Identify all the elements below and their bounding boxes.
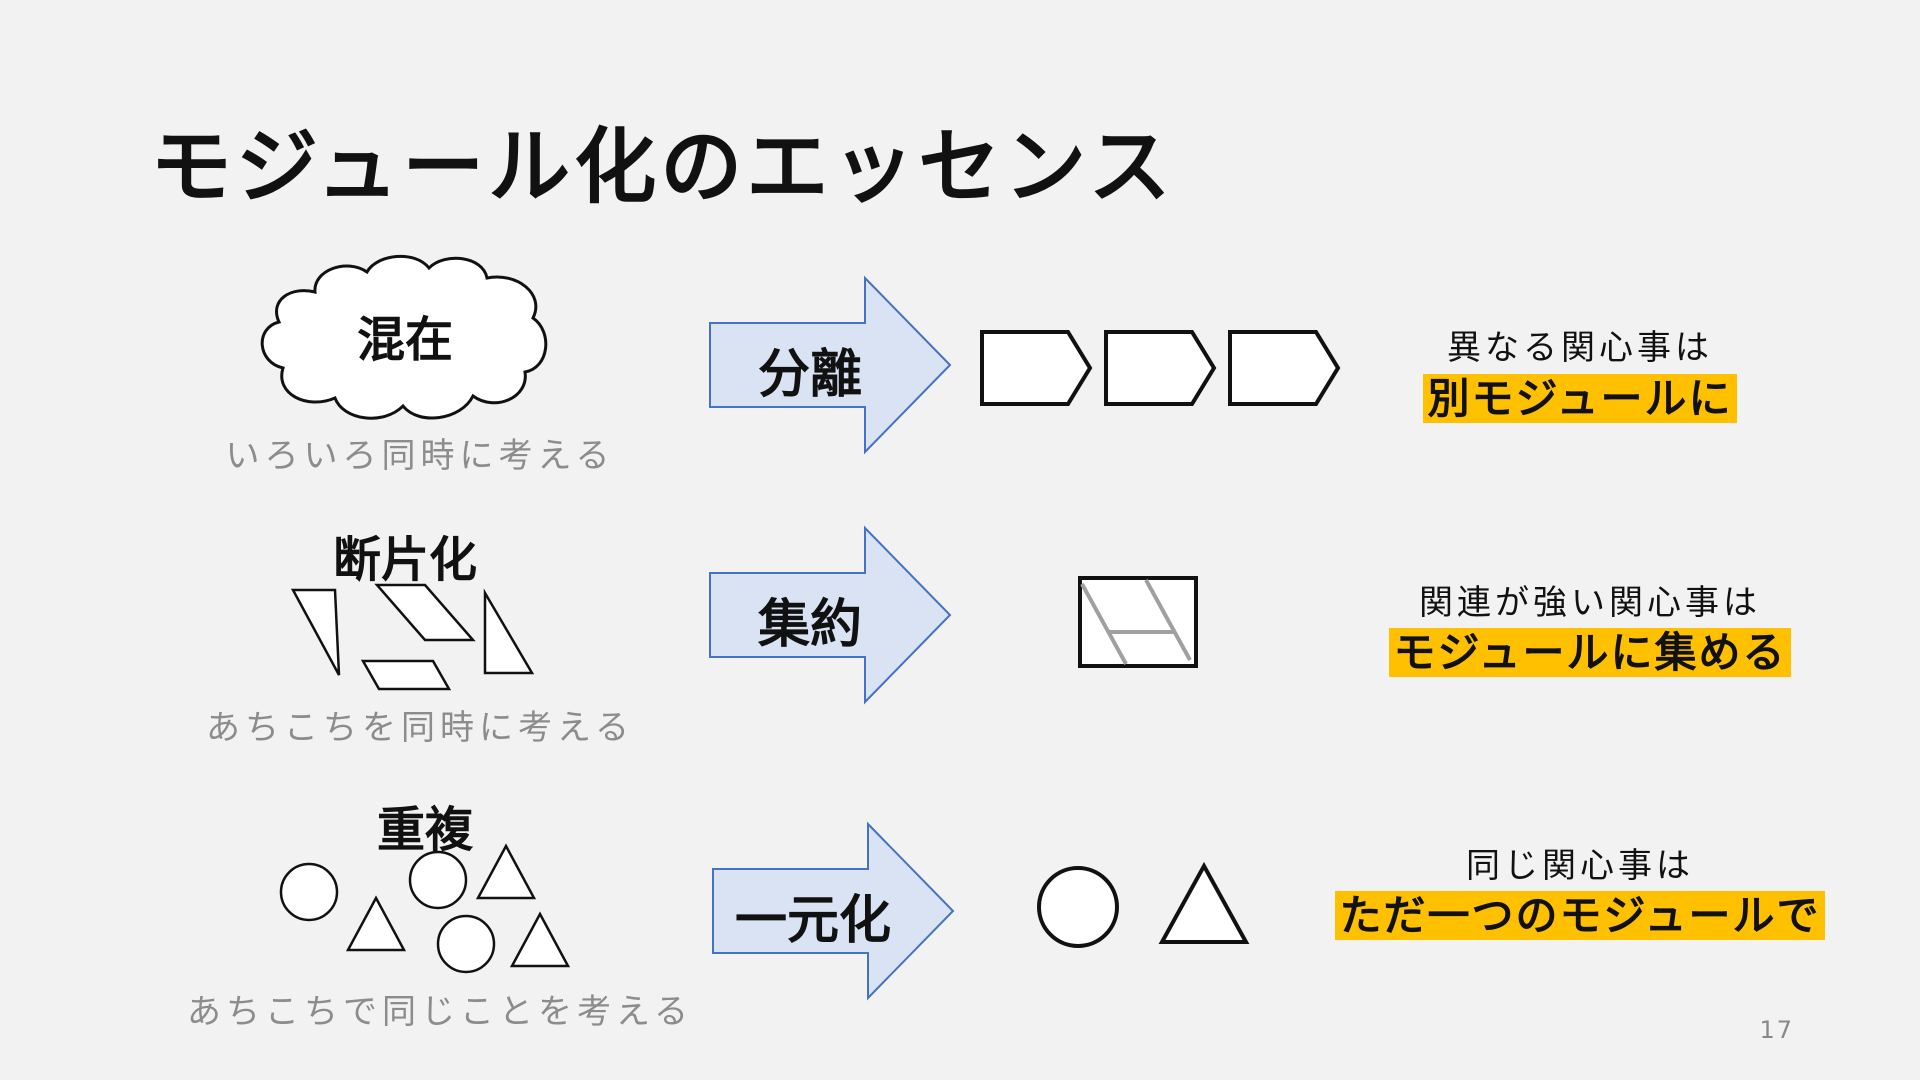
result-main-separate: 別モジュールに	[1423, 374, 1737, 423]
unified-shapes-icon	[1037, 861, 1250, 948]
result-sub-consolidate: 関連が強い関心事は	[1419, 583, 1761, 623]
fragments-icon	[290, 583, 535, 691]
arrow-unify	[712, 821, 955, 1001]
arrow-label-consolidate: 集約	[757, 595, 862, 655]
problem-caption-duplicated: あちこちで同じことを考える	[187, 992, 693, 1032]
problem-label-fragmented: 断片化	[332, 532, 477, 588]
arrow-label-unify: 一元化	[734, 891, 891, 951]
duplicates-icon	[279, 843, 571, 974]
problem-caption-fragmented: あちこちを同時に考える	[206, 708, 634, 748]
cloud-shape	[260, 254, 548, 420]
result-sub-separate: 異なる関心事は	[1447, 328, 1713, 368]
problem-caption-mixed: いろいろ同時に考える	[225, 436, 615, 476]
arrow-separate	[709, 275, 952, 455]
slide-title: モジュール化のエッセンス	[150, 120, 1175, 215]
problem-label-duplicated: 重複	[376, 802, 473, 858]
result-sub-unify: 同じ関心事は	[1466, 846, 1694, 886]
consolidated-module-icon	[1078, 576, 1198, 668]
result-main-consolidate: モジュールに集める	[1389, 628, 1791, 677]
arrow-label-separate: 分離	[757, 345, 862, 405]
result-main-unify: ただ一つのモジュールで	[1335, 891, 1825, 940]
arrow-consolidate	[709, 525, 952, 705]
page-number: 17	[1759, 1016, 1794, 1044]
separated-modules-icon	[980, 330, 1341, 406]
problem-label-mixed: 混在	[356, 312, 453, 368]
